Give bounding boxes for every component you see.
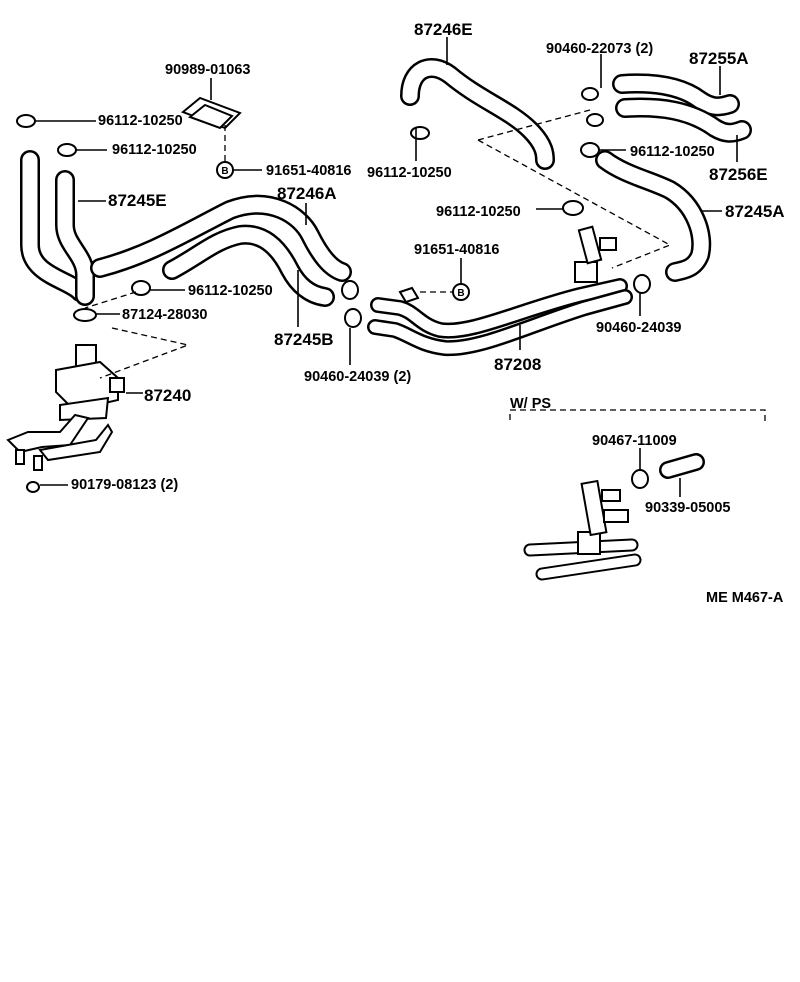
pipe-wps-detail xyxy=(523,453,705,581)
label-96112-10250-f: 96112-10250 xyxy=(188,283,273,299)
label-87245B: 87245B xyxy=(274,330,334,349)
label-90179-08123: 90179-08123 (2) xyxy=(71,477,178,493)
label-90339-05005: 90339-05005 xyxy=(645,500,730,516)
label-87245E: 87245E xyxy=(108,191,167,210)
label-96112-10250-d: 96112-10250 xyxy=(630,144,715,160)
hose-87245E xyxy=(20,150,95,306)
label-96112-10250-a: 96112-10250 xyxy=(98,113,183,129)
label-90460-24039-2: 90460-24039 (2) xyxy=(304,369,411,385)
label-91651-40816-a: 91651-40816 xyxy=(266,163,351,179)
label-87246A: 87246A xyxy=(277,184,337,203)
label-90467-11009: 90467-11009 xyxy=(592,433,677,449)
label-96112-10250-c: 96112-10250 xyxy=(367,165,452,181)
label-reference-code: ME M467-A xyxy=(706,590,784,606)
hose-87255A xyxy=(612,73,740,117)
label-96112-10250-e: 96112-10250 xyxy=(436,204,521,220)
label-87245A: 87245A xyxy=(725,202,785,221)
label-90460-24039: 90460-24039 xyxy=(596,320,681,336)
marker-b-mid: B xyxy=(457,288,464,299)
label-87124-28030: 87124-28030 xyxy=(122,307,207,323)
label-87246E: 87246E xyxy=(414,20,473,39)
guide-lines xyxy=(84,109,766,425)
hose-87246E xyxy=(400,58,555,170)
label-w-ps: W/ PS xyxy=(510,396,551,412)
hose-87245B xyxy=(162,224,335,307)
pipe-87208 xyxy=(367,225,633,357)
leader-lines xyxy=(35,37,738,497)
marker-b-top: B xyxy=(221,166,228,177)
hose-87246A xyxy=(90,194,352,282)
label-96112-10250-b: 96112-10250 xyxy=(112,142,197,158)
label-90989-01063: 90989-01063 xyxy=(165,62,250,78)
label-91651-40816-b: 91651-40816 xyxy=(414,242,499,258)
hose-87245A xyxy=(595,150,712,282)
label-87256E: 87256E xyxy=(709,165,768,184)
label-87208: 87208 xyxy=(494,355,541,374)
label-87240: 87240 xyxy=(144,386,191,405)
pipe-bracket xyxy=(574,261,598,283)
water-valve-87240 xyxy=(6,344,125,471)
label-90460-22073: 90460-22073 (2) xyxy=(546,41,653,57)
label-87255A: 87255A xyxy=(689,49,749,68)
hose-87256E xyxy=(615,97,752,143)
